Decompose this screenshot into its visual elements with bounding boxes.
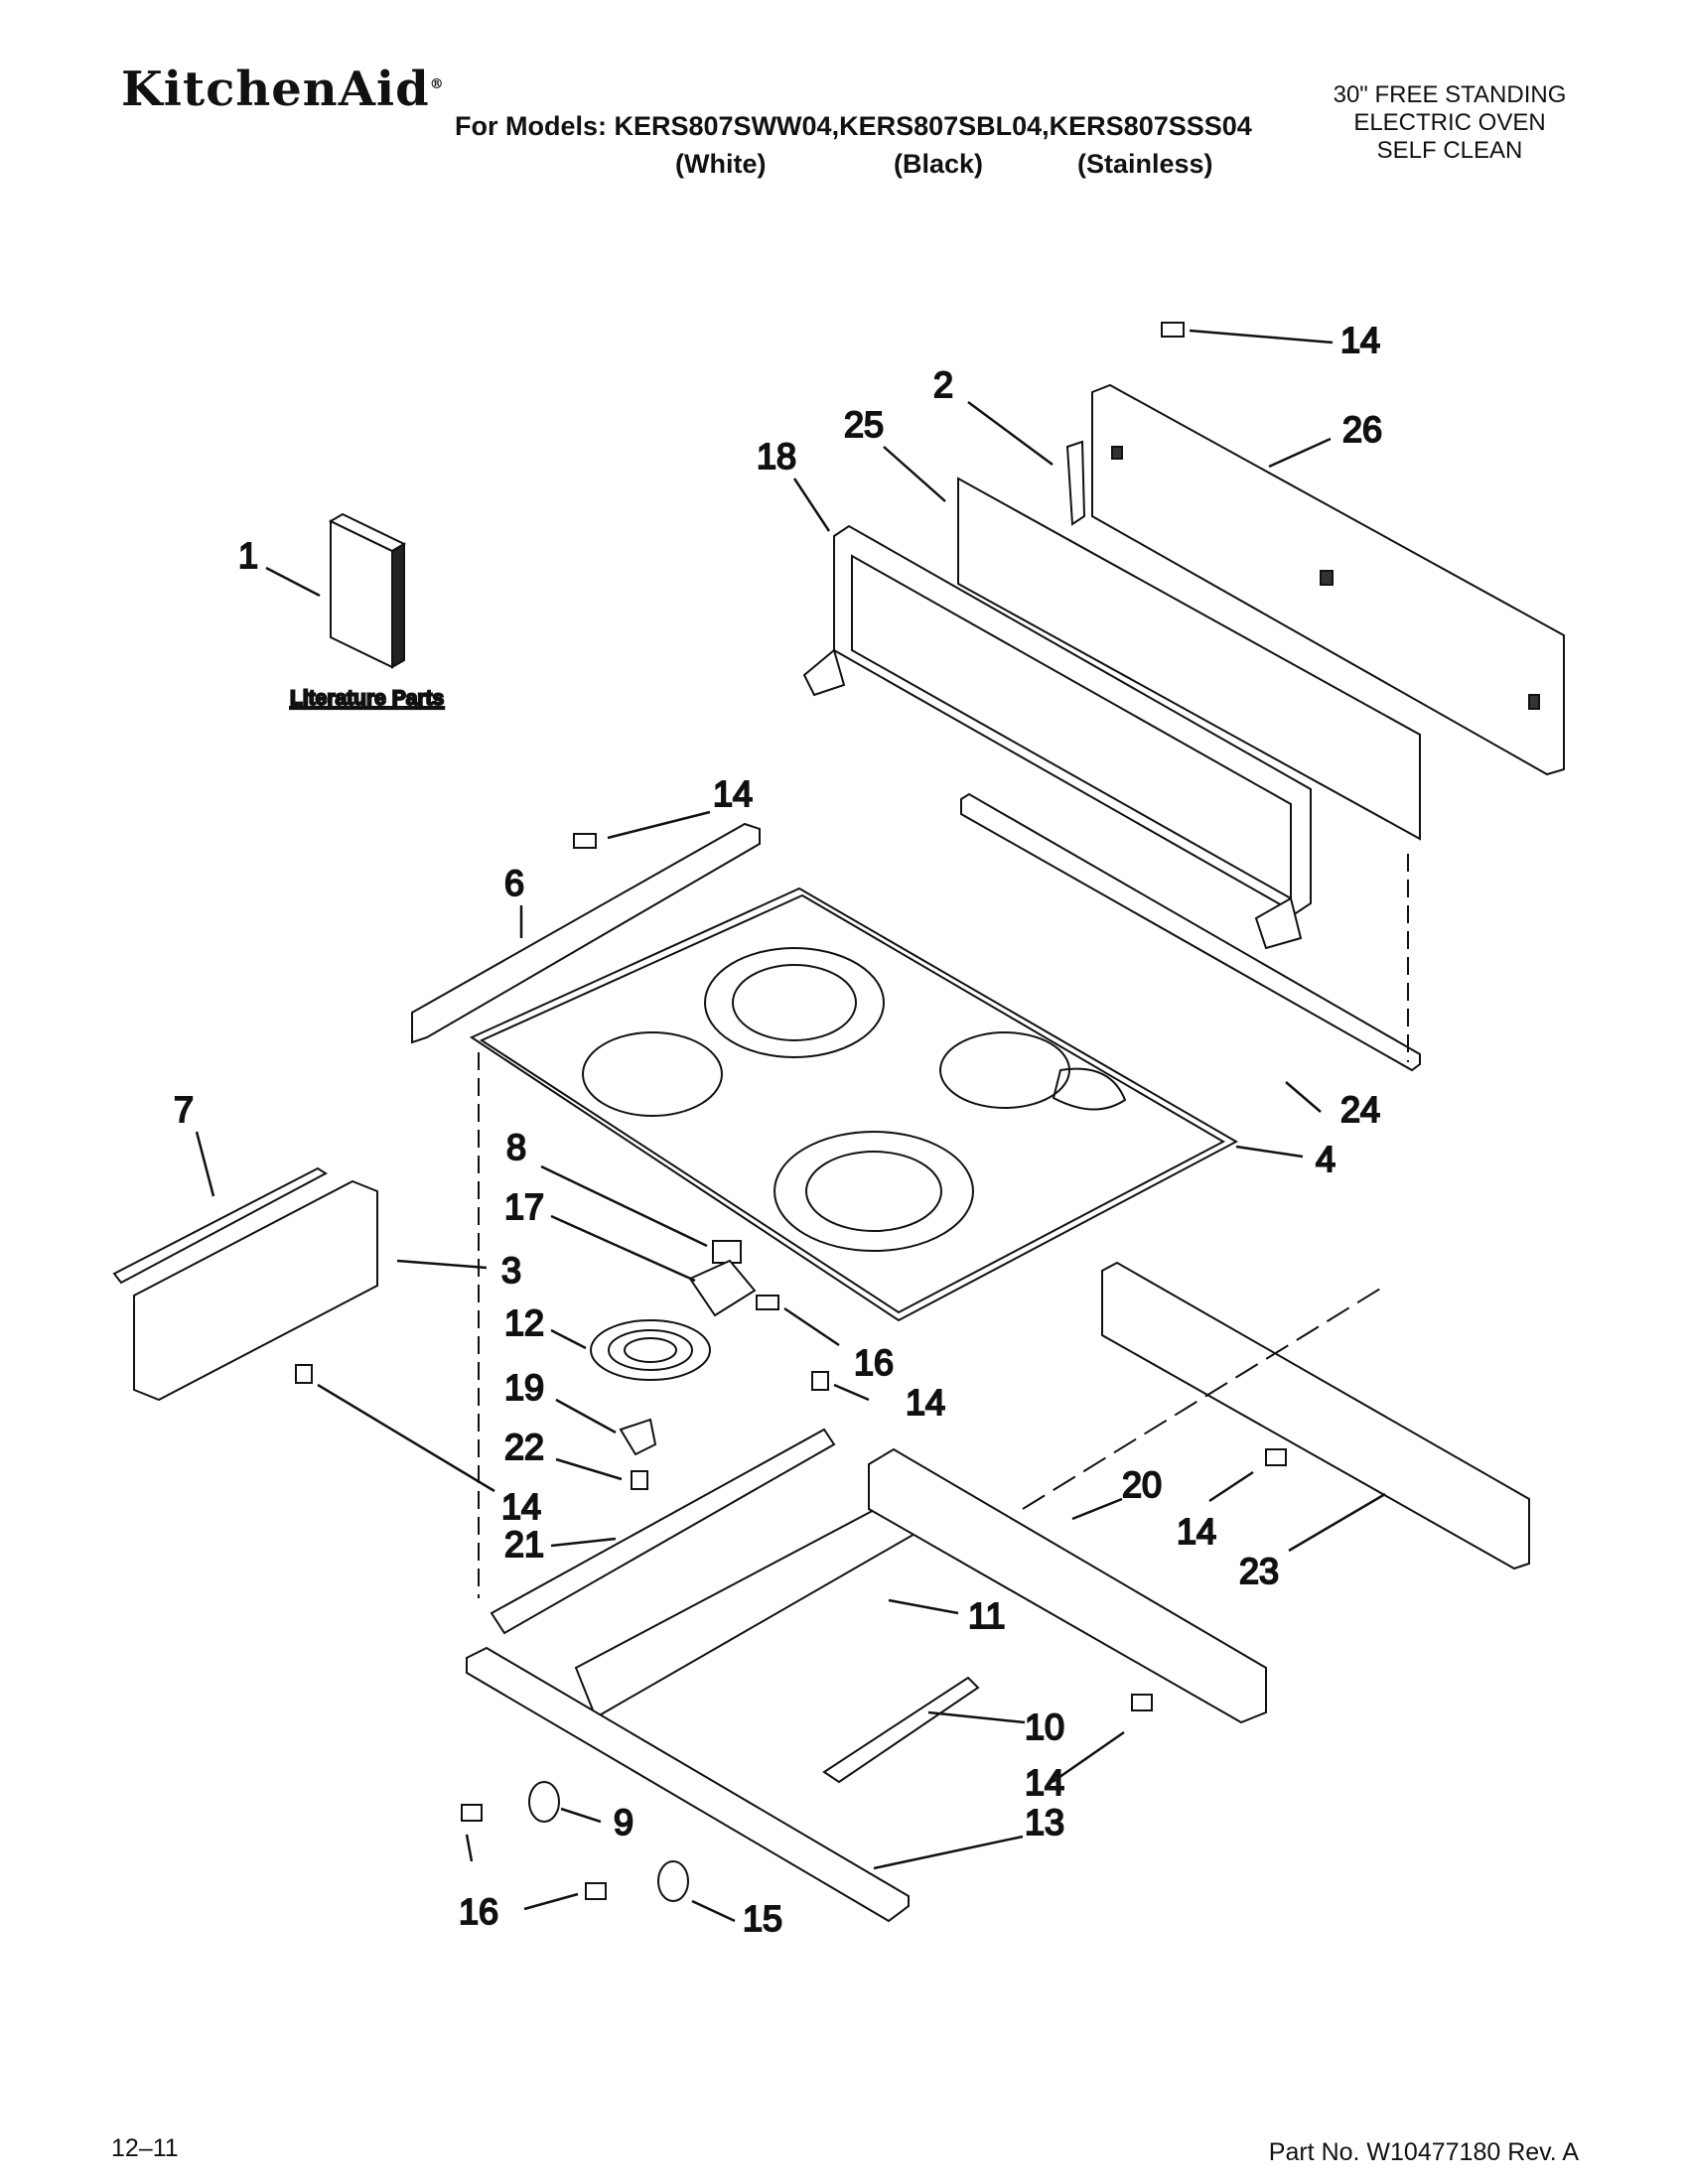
screw (756, 1295, 779, 1310)
product-description: 30" FREE STANDING ELECTRIC OVEN SELF CLE… (1333, 81, 1567, 164)
callout-17: 17 (504, 1186, 544, 1227)
callout-14: 14 (1177, 1511, 1216, 1552)
screw (1131, 1694, 1153, 1711)
knob (657, 1860, 689, 1902)
callout-13: 13 (1025, 1802, 1064, 1843)
callout-9: 9 (614, 1802, 633, 1843)
side-trim (411, 822, 761, 1044)
models-line: For Models: KERS807SWW04,KERS807SBL04,KE… (455, 111, 1252, 141)
callout-14: 14 (906, 1382, 945, 1423)
heater-bracket (688, 1259, 757, 1317)
literature-parts-label: Literature Parts (290, 687, 444, 710)
radiant-element (590, 1319, 711, 1381)
callout-14: 14 (501, 1486, 541, 1527)
callout-3: 3 (501, 1250, 521, 1291)
callout-2: 2 (933, 364, 953, 405)
element-clip (619, 1418, 657, 1456)
callout-7: 7 (174, 1089, 194, 1130)
callout-12: 12 (504, 1302, 544, 1343)
bracket (1065, 440, 1086, 526)
callout-16: 16 (854, 1342, 894, 1383)
callout-25: 25 (844, 404, 884, 445)
screw (461, 1804, 483, 1822)
callout-21: 21 (504, 1524, 544, 1565)
callout-22: 22 (504, 1427, 544, 1467)
screw (585, 1882, 607, 1900)
screw (811, 1371, 829, 1391)
callout-8: 8 (506, 1127, 526, 1167)
trim-strip (960, 792, 1421, 1072)
front-trim-strip (112, 1166, 328, 1285)
backguard-glass (957, 477, 1421, 841)
literature-booklet (328, 512, 407, 669)
callout-1: 1 (238, 535, 258, 576)
revision-date: 12–11 (111, 2134, 179, 2162)
support-bracket (490, 1428, 836, 1635)
callout-16: 16 (459, 1891, 498, 1932)
rear-panel (1091, 383, 1565, 776)
callout-14: 14 (713, 773, 753, 814)
screw (1265, 1448, 1287, 1466)
handle (822, 1676, 980, 1784)
glass-cooktop (469, 887, 1239, 1322)
callout-23: 23 (1239, 1551, 1279, 1591)
callout-4: 4 (1316, 1139, 1336, 1179)
callout-26: 26 (1342, 409, 1382, 450)
callout-14: 14 (1340, 320, 1380, 360)
callout-18: 18 (757, 436, 796, 477)
callout-24: 24 (1340, 1089, 1380, 1130)
finish-black: (Black) (894, 149, 984, 179)
backguard-frame (802, 524, 1312, 950)
callout-14: 14 (1025, 1762, 1064, 1803)
knob (528, 1781, 560, 1823)
brand-logo: KitchenAid® (121, 62, 445, 117)
part-number: Part No. W10477180 Rev. A (1268, 2138, 1579, 2166)
element-support (574, 1487, 925, 1719)
screw (631, 1470, 648, 1490)
terminal-block (712, 1240, 742, 1264)
screw (295, 1364, 313, 1384)
callout-15: 15 (743, 1898, 782, 1939)
callout-6: 6 (504, 863, 524, 903)
rear-rail (1101, 1261, 1530, 1570)
screw (1161, 322, 1185, 338)
control-rail (466, 1646, 910, 1923)
callout-19: 19 (504, 1367, 544, 1408)
callout-20: 20 (1122, 1464, 1162, 1505)
callout-11: 11 (968, 1595, 1005, 1636)
side-rail (133, 1179, 378, 1402)
finish-stainless: (Stainless) (1077, 149, 1213, 179)
front-rail (868, 1447, 1267, 1724)
callout-10: 10 (1025, 1706, 1064, 1747)
finish-white: (White) (675, 149, 767, 179)
screw (573, 833, 597, 849)
